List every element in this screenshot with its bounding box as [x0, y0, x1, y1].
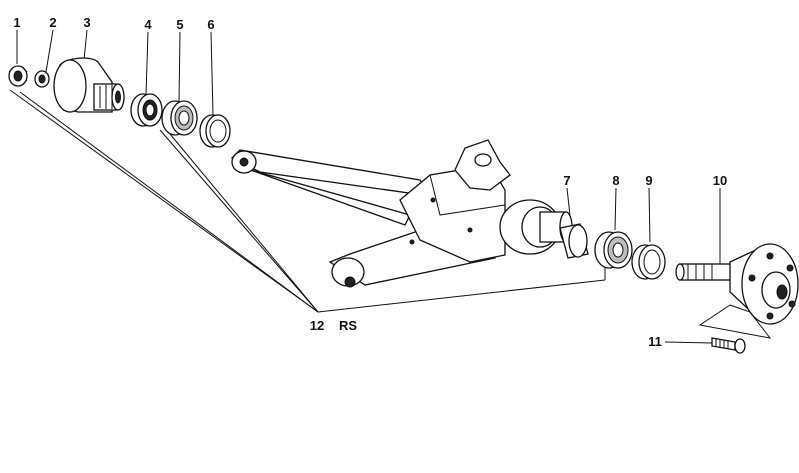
label-5: 5: [176, 17, 183, 32]
label-4: 4: [144, 17, 152, 32]
part-11-bolt: [711, 337, 746, 354]
part-8-bearing: [594, 231, 633, 269]
part-labels: 1 2 3 4 5 6 7 8 9 10 11 12 RS: [13, 15, 727, 349]
part-2-washer: [34, 70, 50, 88]
part-10-flange: [675, 243, 799, 339]
label-7: 7: [563, 173, 570, 188]
part-5-bearing: [161, 100, 198, 136]
label-3: 3: [83, 15, 90, 30]
label-rs: RS: [339, 318, 357, 333]
label-9: 9: [645, 173, 652, 188]
label-6: 6: [207, 17, 214, 32]
part-7-sleeve: [559, 223, 589, 259]
part-3-hub: [53, 57, 125, 113]
part-6-race: [199, 114, 231, 148]
leader-lines: [9, 29, 721, 344]
label-11: 11: [648, 334, 662, 349]
label-2: 2: [49, 15, 56, 30]
part-9-race: [631, 244, 666, 280]
label-10: 10: [713, 173, 727, 188]
part-1-nut: [8, 65, 28, 87]
part-4-seal: [130, 93, 163, 127]
label-1: 1: [13, 15, 20, 30]
label-12: 12: [310, 318, 324, 333]
trailing-arm: [230, 139, 573, 288]
label-8: 8: [612, 173, 619, 188]
